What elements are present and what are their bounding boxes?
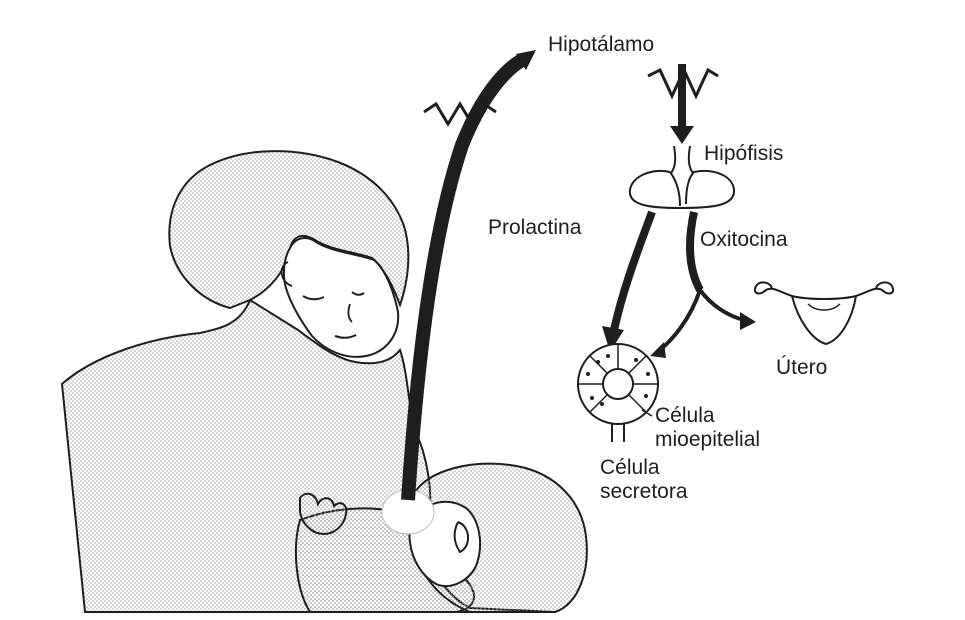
hypothalamus-label: Hipotálamo bbox=[548, 33, 654, 57]
afferent-signal bbox=[408, 50, 536, 500]
prolactin-arrow bbox=[614, 212, 652, 330]
uterus bbox=[755, 282, 893, 344]
oxytocin-arrow-to-uterus bbox=[700, 290, 744, 320]
pituitary-stalk bbox=[670, 146, 694, 174]
fallopian-tube-left bbox=[755, 282, 792, 296]
oxytocin-alveolus-arrowhead bbox=[650, 342, 666, 358]
hypothalamus-arrowhead bbox=[670, 126, 694, 144]
mammary-alveolus bbox=[578, 344, 658, 442]
oxytocin-label: Oxitocina bbox=[700, 228, 788, 252]
hypothalamus-pituitary-link bbox=[648, 64, 718, 144]
myoepithelial-cell-label-line2: mioepitelial bbox=[655, 428, 760, 452]
prolactin-label: Prolactina bbox=[488, 216, 581, 240]
myoepithelial-cell-label-line1: Célula bbox=[655, 404, 715, 428]
uterus-body bbox=[792, 296, 856, 344]
secretory-cell-label-line1: Célula bbox=[600, 456, 660, 480]
oxytocin-arrow-to-alveolus bbox=[660, 290, 700, 350]
alveolus-lumen bbox=[603, 369, 633, 399]
alveolus-duct bbox=[612, 424, 624, 442]
uterus-label: Útero bbox=[776, 356, 827, 380]
secretory-cell-label-line2: secretora bbox=[600, 480, 688, 504]
pituitary-lobes bbox=[630, 171, 734, 208]
oxytocin-uterus-arrowhead bbox=[740, 312, 756, 330]
afferent-signal-arrow bbox=[408, 60, 522, 500]
oxytocin-arrow-main bbox=[690, 212, 700, 290]
fallopian-tube-right bbox=[856, 282, 893, 296]
prolactin-pathway bbox=[602, 212, 652, 352]
pituitary-label: Hipófisis bbox=[704, 142, 783, 166]
